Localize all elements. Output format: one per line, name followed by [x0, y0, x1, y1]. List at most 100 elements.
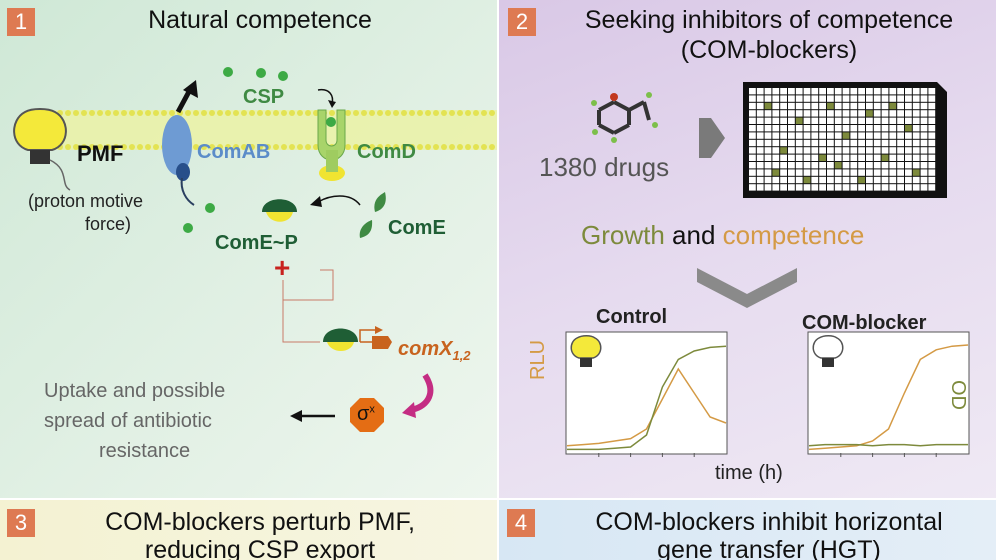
plate-well	[905, 139, 912, 147]
membrane-lipid-dot	[473, 144, 479, 150]
plate-well	[795, 110, 803, 117]
csp-peptide-dots	[183, 67, 288, 233]
plate-well	[905, 88, 912, 95]
readout-label: Growth and competence	[581, 220, 864, 251]
rlu-axis-label: RLU	[527, 339, 549, 380]
plate-well	[928, 169, 936, 176]
plate-well	[749, 147, 756, 154]
plate-well	[803, 102, 811, 110]
plate-well	[811, 139, 819, 147]
membrane-lipid-dot	[97, 144, 103, 150]
plate-well	[897, 147, 904, 154]
plate-well	[873, 117, 881, 124]
membrane-lipid-dot	[249, 144, 255, 150]
plate-well	[780, 154, 787, 161]
membrane-lipid-dot	[481, 144, 487, 150]
membrane-lipid-dot	[369, 110, 375, 116]
membrane-lipid-dot	[417, 110, 423, 116]
plate-well	[772, 110, 780, 117]
plate-well	[811, 117, 819, 124]
membrane-lipid-dot	[97, 110, 103, 116]
plate-well	[912, 154, 920, 161]
plate-well	[881, 147, 889, 154]
plate-well	[905, 117, 912, 124]
membrane-lipid-dot	[233, 110, 239, 116]
plate-well	[772, 117, 780, 124]
plate-well	[897, 169, 904, 176]
membrane-lipid-dot	[241, 144, 247, 150]
plate-well	[858, 169, 865, 176]
plate-well	[912, 102, 920, 110]
membrane-lipid-dot	[225, 144, 231, 150]
plate-well	[788, 95, 795, 102]
panel-title-2: reducing CSP export	[144, 536, 376, 560]
membrane-lipid-dot	[289, 144, 295, 150]
plate-well	[811, 184, 819, 191]
membrane-lipid-dot	[465, 144, 471, 150]
membrane-lipid-dot	[153, 110, 159, 116]
plate-well	[866, 117, 873, 124]
plate-well	[819, 95, 826, 102]
plate-well	[834, 139, 842, 147]
plate-well	[912, 184, 920, 191]
pmf-description-2: force)	[85, 214, 132, 234]
drug-molecule-icon	[591, 92, 658, 143]
plate-well	[928, 110, 936, 117]
plate-well	[842, 95, 850, 102]
plate-well	[881, 117, 889, 124]
pmf-description: (proton motive	[28, 191, 144, 211]
plate-well	[764, 125, 772, 132]
plate-well	[749, 169, 756, 176]
panel-number-badge: 4	[507, 509, 535, 537]
plate-well	[811, 147, 819, 154]
plate-well	[772, 132, 780, 139]
membrane-lipid-dot	[401, 144, 407, 150]
feedback-line	[283, 269, 334, 301]
plate-well	[858, 95, 865, 102]
plate-well	[928, 117, 936, 124]
membrane-lipid-dot	[305, 110, 311, 116]
plate-well	[905, 176, 912, 184]
comx-gene-label: comX1,2	[398, 338, 471, 363]
membrane-lipid-dot	[105, 144, 111, 150]
comblocker-chart-title: COM-blocker	[802, 312, 927, 334]
plate-well	[780, 117, 787, 124]
plate-well	[866, 110, 873, 117]
membrane-lipid-dot	[425, 110, 431, 116]
plate-well	[850, 125, 858, 132]
plate-well	[928, 176, 936, 184]
plate-well	[819, 102, 826, 110]
comx-subscript: 1,2	[452, 348, 471, 363]
plate-well	[819, 184, 826, 191]
plate-well	[772, 102, 780, 110]
plate-well	[842, 176, 850, 184]
plate-well	[772, 139, 780, 147]
plate-well	[858, 184, 865, 191]
panel2-graphics	[565, 82, 970, 457]
plate-well	[827, 169, 834, 176]
growth-word: Growth	[581, 220, 665, 250]
plate-well	[827, 125, 834, 132]
plate-well	[897, 117, 904, 124]
plate-well	[897, 132, 904, 139]
comd-label: ComD	[357, 141, 416, 163]
plate-well	[764, 162, 772, 169]
plate-well	[866, 132, 873, 139]
plate-well	[920, 169, 928, 176]
plate-well	[897, 95, 904, 102]
plate-well	[912, 125, 920, 132]
plate-well	[834, 184, 842, 191]
plate-well	[850, 184, 858, 191]
plate-well	[928, 184, 936, 191]
od-axis-label: OD	[947, 380, 969, 410]
plate-well	[764, 117, 772, 124]
plate-well	[920, 176, 928, 184]
pmf-label: PMF	[77, 141, 124, 166]
membrane-lipid-dot	[209, 110, 215, 116]
plate-well	[905, 169, 912, 176]
well-plate-icon	[743, 82, 947, 198]
membrane-lipid-dot	[73, 144, 79, 150]
plate-well	[889, 147, 897, 154]
plate-well	[866, 125, 873, 132]
uptake-text-3: resistance	[99, 440, 191, 462]
